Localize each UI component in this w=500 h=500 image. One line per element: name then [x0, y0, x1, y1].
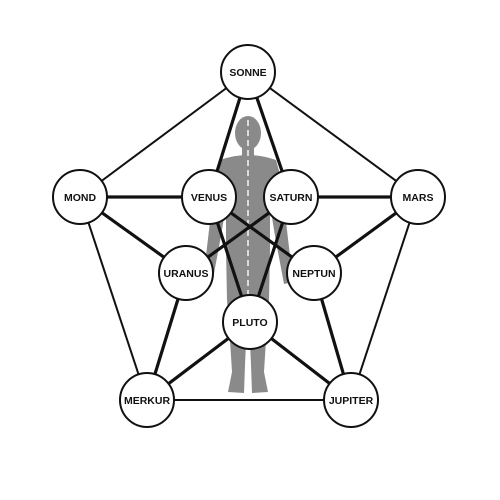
node-merkur-label: MERKUR: [124, 395, 170, 407]
node-venus-label: VENUS: [191, 192, 227, 204]
edge-mond-merkur: [79, 196, 148, 401]
node-sonne: SONNE: [220, 44, 276, 100]
node-mond: MOND: [52, 169, 108, 225]
edge-mars-jupiter: [350, 196, 419, 401]
node-sonne-label: SONNE: [229, 67, 266, 79]
node-mond-label: MOND: [64, 192, 96, 204]
node-neptun-label: NEPTUN: [292, 268, 335, 280]
node-mars: MARS: [390, 169, 446, 225]
node-saturn-label: SATURN: [270, 192, 313, 204]
node-uranus-label: URANUS: [164, 268, 209, 280]
node-uranus: URANUS: [158, 245, 214, 301]
node-pluto: PLUTO: [222, 294, 278, 350]
node-merkur: MERKUR: [119, 372, 175, 428]
node-jupiter-label: JUPITER: [329, 395, 374, 407]
node-neptun: NEPTUN: [286, 245, 342, 301]
node-pluto-label: PLUTO: [232, 317, 267, 329]
node-jupiter: JUPITER: [323, 372, 379, 428]
node-saturn: SATURN: [263, 169, 319, 225]
node-mars-label: MARS: [403, 192, 434, 204]
edge-sonne-mond: [79, 71, 249, 198]
node-venus: VENUS: [181, 169, 237, 225]
edge-sonne-mars: [247, 71, 419, 198]
outer-pentagon: [79, 71, 419, 401]
